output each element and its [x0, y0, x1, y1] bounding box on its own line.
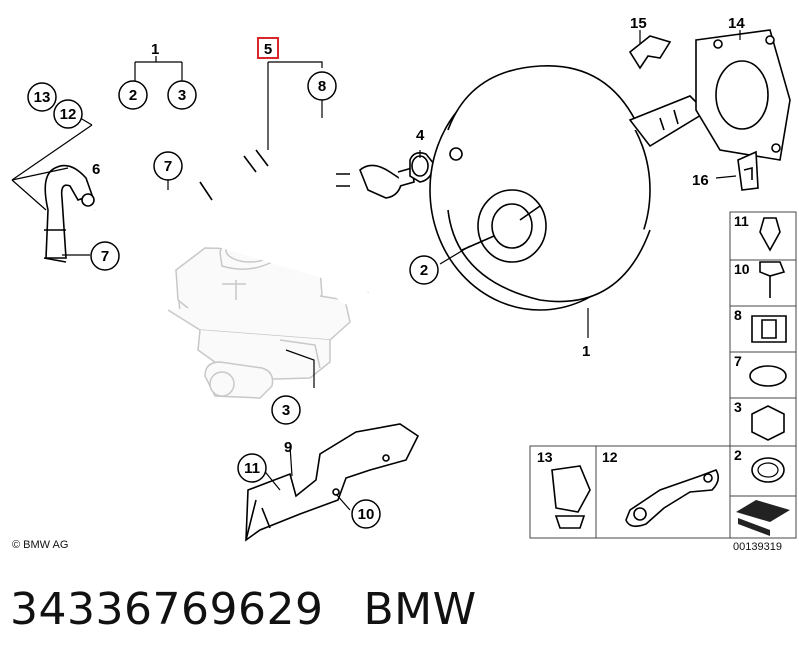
parts-diagram: 1 2 3 5 8 13 12 6 7 7 4 2 15 14 16 1 3 9…	[11, 15, 797, 542]
callout-16: 16	[692, 172, 709, 189]
callouts: 1 2 3 5 8 13 12 6 7 7 4 2 15 14 16 1 3 9…	[27, 15, 745, 529]
callout-8: 8	[318, 78, 326, 95]
callout-1-booster: 1	[582, 343, 590, 360]
panel-label-10: 10	[734, 261, 750, 277]
callout-10-bracket: 10	[358, 506, 375, 523]
callout-7-low: 7	[101, 248, 109, 265]
callout-5: 5	[264, 41, 272, 58]
callout-7-mid: 7	[164, 158, 172, 175]
callout-3-low: 3	[282, 402, 290, 419]
panel-label-3: 3	[734, 399, 742, 415]
hex-nut-icon	[751, 405, 785, 441]
holder-15	[628, 35, 672, 70]
callout-6: 6	[92, 161, 100, 178]
panel-label-13: 13	[537, 449, 553, 465]
panel-label-2: 2	[734, 447, 742, 463]
panel-label-7: 7	[734, 353, 742, 369]
callout-3-top: 3	[178, 87, 186, 104]
holder-12-icon	[625, 469, 720, 528]
sleeve-13-icon	[551, 465, 591, 529]
copyright: © BMW AG	[12, 539, 69, 551]
screw-icon	[759, 261, 786, 298]
bracket-9	[245, 423, 420, 542]
callout-1-top: 1	[151, 41, 159, 58]
gasket-14	[695, 29, 791, 161]
expanding-nut-icon	[759, 217, 781, 252]
panel-label-12: 12	[602, 449, 618, 465]
clip-16	[737, 150, 759, 191]
hose-clamp-icon	[749, 365, 787, 387]
panel-label-8: 8	[734, 307, 742, 323]
direction-arrow-icon	[736, 500, 790, 536]
footer-caption: 34336769629 BMW	[10, 584, 477, 635]
highlight-box-5	[257, 37, 279, 59]
parts-panel: 11 10 8 7 3 2 13 12	[529, 211, 797, 539]
brand-name: BMW	[363, 584, 477, 635]
callout-11-bracket: 11	[244, 460, 260, 477]
panel-label-11: 11	[734, 213, 749, 229]
brake-booster-1	[429, 65, 708, 311]
callout-2-mid: 2	[420, 262, 428, 279]
rubber-mount-icon	[751, 315, 787, 343]
callout-12: 12	[60, 106, 77, 123]
callout-2-top: 2	[129, 87, 137, 104]
callout-14: 14	[728, 15, 745, 32]
part-number: 34336769629	[10, 584, 324, 635]
drawing-number: 00139319	[733, 541, 782, 553]
callout-9: 9	[284, 439, 292, 456]
callout-4: 4	[416, 127, 425, 144]
hose-6	[43, 164, 95, 263]
callout-15: 15	[630, 15, 647, 32]
callout-13: 13	[34, 89, 51, 106]
